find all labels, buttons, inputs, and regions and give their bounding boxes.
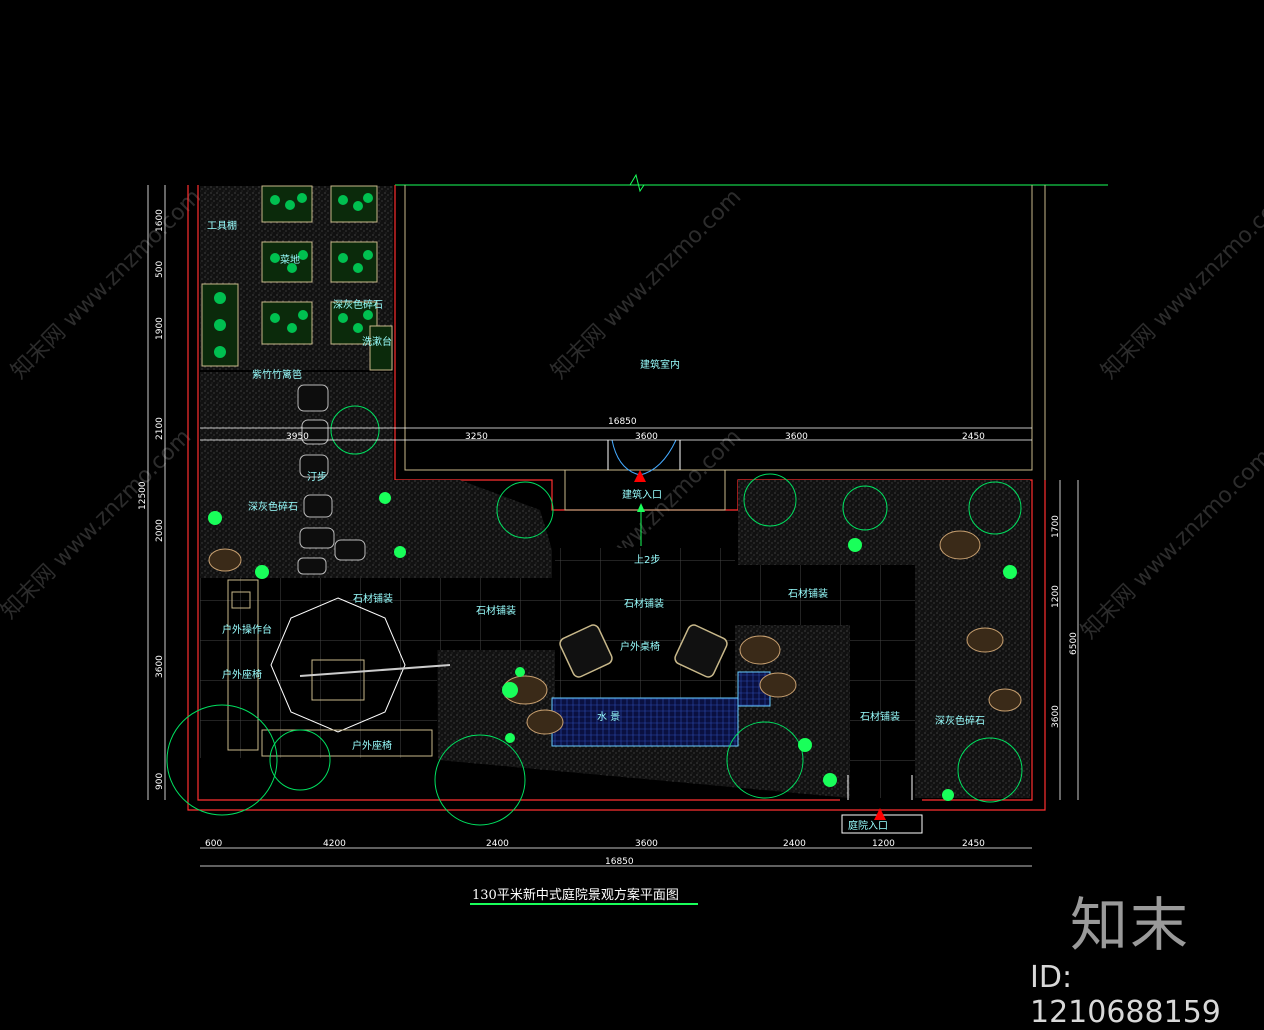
dim-top: 3950 bbox=[286, 432, 309, 442]
label-outdoor-seat: 户外座椅 bbox=[352, 739, 392, 752]
dim-right: 1200 bbox=[1051, 585, 1061, 608]
dim-bottom: 600 bbox=[205, 839, 222, 849]
dim-left: 2100 bbox=[155, 417, 165, 440]
rockery bbox=[208, 530, 1022, 735]
label-dark-gravel: 深灰色碎石 bbox=[935, 714, 985, 727]
paving-mid-left bbox=[437, 578, 555, 650]
dim-right-total: 6500 bbox=[1069, 632, 1079, 655]
label-wash-basin: 洗漱台 bbox=[362, 335, 392, 348]
dim-bottom: 2450 bbox=[962, 839, 985, 849]
dim-bottom: 4200 bbox=[323, 839, 346, 849]
dim-left: 1900 bbox=[155, 317, 165, 340]
outdoor-counter bbox=[227, 579, 259, 751]
shrubs bbox=[208, 492, 1017, 801]
dim-left: 500 bbox=[155, 261, 165, 278]
vegetable-beds bbox=[201, 185, 393, 371]
plan-title: 130平米新中式庭院景观方案平面图 bbox=[472, 887, 679, 903]
dim-left: 900 bbox=[155, 773, 165, 790]
dim-right: 3600 bbox=[1051, 705, 1061, 728]
label-water-feature: 水 景 bbox=[597, 711, 620, 723]
label-building-entrance: 建筑入口 bbox=[622, 488, 662, 501]
label-building-interior: 建筑室内 bbox=[640, 358, 680, 371]
brand-logo: 知末 bbox=[1070, 891, 1191, 959]
dim-top: 3600 bbox=[785, 432, 808, 442]
umbrella-pole bbox=[299, 664, 451, 677]
label-vegetable: 菜地 bbox=[280, 253, 300, 266]
up-arrow-icon bbox=[637, 503, 645, 512]
dim-bottom: 1200 bbox=[872, 839, 895, 849]
gravel-right bbox=[738, 480, 1030, 798]
label-tool-shed: 工具棚 bbox=[207, 219, 237, 232]
dimension-lines bbox=[147, 185, 1079, 867]
dim-left: 3600 bbox=[155, 655, 165, 678]
dim-bottom-total: 16850 bbox=[605, 857, 634, 867]
vegetable-plants bbox=[214, 193, 373, 358]
label-dark-gravel: 深灰色碎石 bbox=[333, 298, 383, 311]
building bbox=[395, 173, 1108, 480]
paving-right-lower bbox=[850, 565, 915, 798]
dim-left-total: 12500 bbox=[138, 481, 148, 510]
label-outdoor-counter: 户外操作台 bbox=[222, 623, 272, 636]
label-dark-gravel: 深灰色碎石 bbox=[248, 500, 298, 513]
label-stone-paving: 石材铺装 bbox=[788, 587, 828, 600]
label-stone-paving: 石材铺装 bbox=[476, 604, 516, 617]
label-outdoor-seat: 户外座椅 bbox=[222, 668, 262, 681]
trees bbox=[166, 405, 1023, 826]
dim-left: 2000 bbox=[155, 519, 165, 542]
label-stone-paving: 石材铺装 bbox=[624, 597, 664, 610]
garden-entrance-arrow-icon bbox=[874, 808, 886, 820]
watermark: 知末网 www.znzmo.com bbox=[547, 184, 747, 384]
water-pond bbox=[551, 697, 739, 747]
dim-bottom: 3600 bbox=[635, 839, 658, 849]
dim-top: 2450 bbox=[962, 432, 985, 442]
label-stone-paving: 石材铺装 bbox=[860, 710, 900, 723]
dim-top: 3250 bbox=[465, 432, 488, 442]
watermark: 知末网 www.znzmo.com bbox=[7, 184, 207, 384]
dim-bottom: 2400 bbox=[486, 839, 509, 849]
label-stepping-stone: 汀步 bbox=[307, 471, 327, 483]
label-stone-paving: 石材铺装 bbox=[353, 592, 393, 605]
dim-left: 1600 bbox=[155, 209, 165, 232]
lounge-chairs bbox=[559, 624, 728, 678]
dim-top-total: 16850 bbox=[608, 417, 637, 427]
dim-bottom: 2400 bbox=[783, 839, 806, 849]
watermark: 知末网 www.znzmo.com bbox=[1097, 184, 1264, 384]
stepping-stones bbox=[297, 384, 366, 575]
label-bamboo-fence: 紫竹竹篱笆 bbox=[252, 368, 302, 381]
label-outdoor-table: 户外桌椅 bbox=[620, 640, 660, 653]
gravel-left bbox=[200, 372, 552, 578]
building-entrance-block bbox=[564, 439, 726, 546]
garden-entrance-block bbox=[841, 775, 923, 834]
umbrella-icon bbox=[270, 597, 406, 733]
dim-top: 3600 bbox=[635, 432, 658, 442]
label-up-steps: 上2步 bbox=[634, 554, 660, 566]
watermark: 知末网 www.znzmo.com bbox=[0, 424, 196, 624]
watermark: 知末网 www.znzmo.com bbox=[1077, 444, 1264, 644]
label-garden-entrance: 庭院入口 bbox=[848, 819, 888, 832]
dim-right: 1700 bbox=[1051, 515, 1061, 538]
sink-icon bbox=[231, 591, 251, 609]
outdoor-seat-bench bbox=[261, 729, 433, 757]
umbrella-base bbox=[311, 659, 365, 701]
entrance-arrow-icon bbox=[634, 470, 646, 482]
